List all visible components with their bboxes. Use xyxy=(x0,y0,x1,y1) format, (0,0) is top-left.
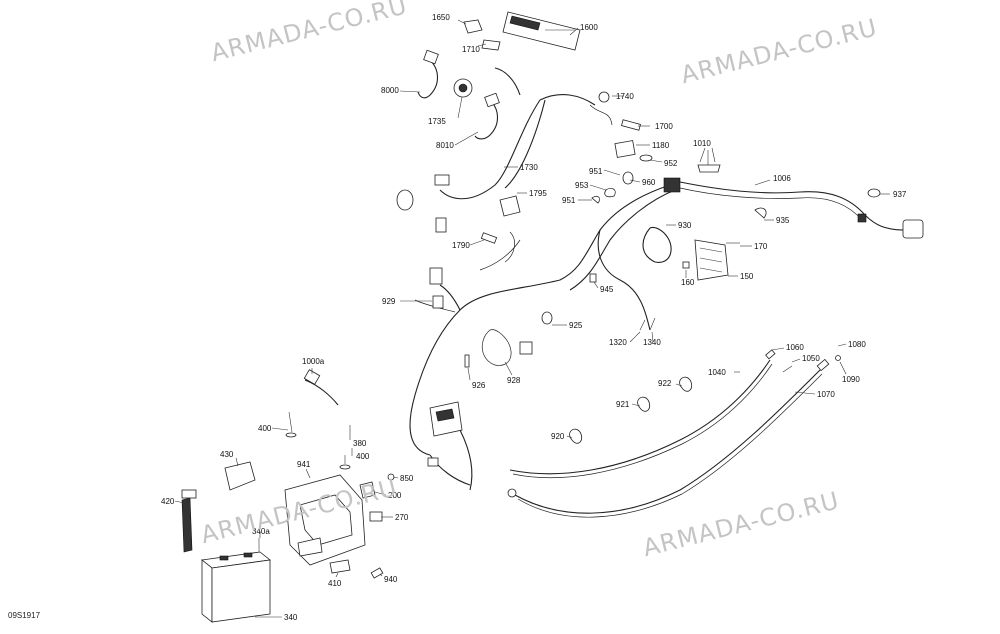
callout-935: 935 xyxy=(776,216,790,225)
callout-430: 430 xyxy=(220,450,234,459)
callout-937: 937 xyxy=(893,190,907,199)
callout-1070: 1070 xyxy=(817,390,835,399)
callout-170: 170 xyxy=(754,242,768,251)
callout-930: 930 xyxy=(678,221,692,230)
callout-952: 952 xyxy=(664,159,678,168)
callout-400b: 400 xyxy=(356,452,370,461)
callout-929: 929 xyxy=(382,297,396,306)
leader-lines xyxy=(174,27,890,618)
callout-928: 928 xyxy=(507,376,521,385)
callout-922: 922 xyxy=(658,379,672,388)
main-harness xyxy=(409,67,906,491)
callout-410: 410 xyxy=(328,579,342,588)
callout-1040: 1040 xyxy=(708,368,726,377)
callout-1795: 1795 xyxy=(529,189,547,198)
callout-160: 160 xyxy=(681,278,695,287)
callout-labels: 1650 1600 1710 8000 1735 1740 1700 8010 … xyxy=(161,13,907,622)
callout-951a: 951 xyxy=(589,167,603,176)
callout-8000: 8000 xyxy=(381,86,399,95)
callout-960: 960 xyxy=(642,178,656,187)
callout-1735: 1735 xyxy=(428,117,446,126)
callout-340: 340 xyxy=(284,613,298,622)
callout-1600: 1600 xyxy=(580,23,598,32)
callout-951b: 951 xyxy=(562,196,576,205)
callout-1180: 1180 xyxy=(652,141,670,150)
callout-945: 945 xyxy=(600,285,614,294)
top-parts xyxy=(396,11,721,263)
callout-200: 200 xyxy=(388,491,402,500)
battery-tray-group xyxy=(181,369,395,623)
callout-1320: 1320 xyxy=(609,338,627,347)
callout-1090: 1090 xyxy=(842,375,860,384)
callout-1340: 1340 xyxy=(643,338,661,347)
battery-cables xyxy=(507,349,841,518)
callout-953: 953 xyxy=(575,181,589,190)
callout-941: 941 xyxy=(297,460,311,469)
callout-925: 925 xyxy=(569,321,583,330)
callout-926: 926 xyxy=(472,381,486,390)
diagram-code: 09S1917 xyxy=(8,611,41,620)
callout-1790: 1790 xyxy=(452,241,470,250)
callout-921: 921 xyxy=(616,400,630,409)
callout-380: 380 xyxy=(353,439,367,448)
callout-940: 940 xyxy=(384,575,398,584)
callout-420: 420 xyxy=(161,497,175,506)
callout-1006: 1006 xyxy=(773,174,791,183)
callout-340a: 340a xyxy=(252,527,270,536)
callout-920: 920 xyxy=(551,432,565,441)
callout-8010: 8010 xyxy=(436,141,454,150)
center-parts xyxy=(427,267,533,467)
callout-270: 270 xyxy=(395,513,409,522)
callout-1700: 1700 xyxy=(655,122,673,131)
callout-1740: 1740 xyxy=(616,92,634,101)
callout-850: 850 xyxy=(400,474,414,483)
callout-1080: 1080 xyxy=(848,340,866,349)
callout-1000a: 1000a xyxy=(302,357,325,366)
callout-1730: 1730 xyxy=(520,163,538,172)
right-parts xyxy=(541,177,924,331)
callout-150: 150 xyxy=(740,272,754,281)
callout-1050: 1050 xyxy=(802,354,820,363)
callout-1710: 1710 xyxy=(462,45,480,54)
callout-1010: 1010 xyxy=(693,139,711,148)
callout-400a: 400 xyxy=(258,424,272,433)
callout-1060: 1060 xyxy=(786,343,804,352)
callout-1650: 1650 xyxy=(432,13,450,22)
